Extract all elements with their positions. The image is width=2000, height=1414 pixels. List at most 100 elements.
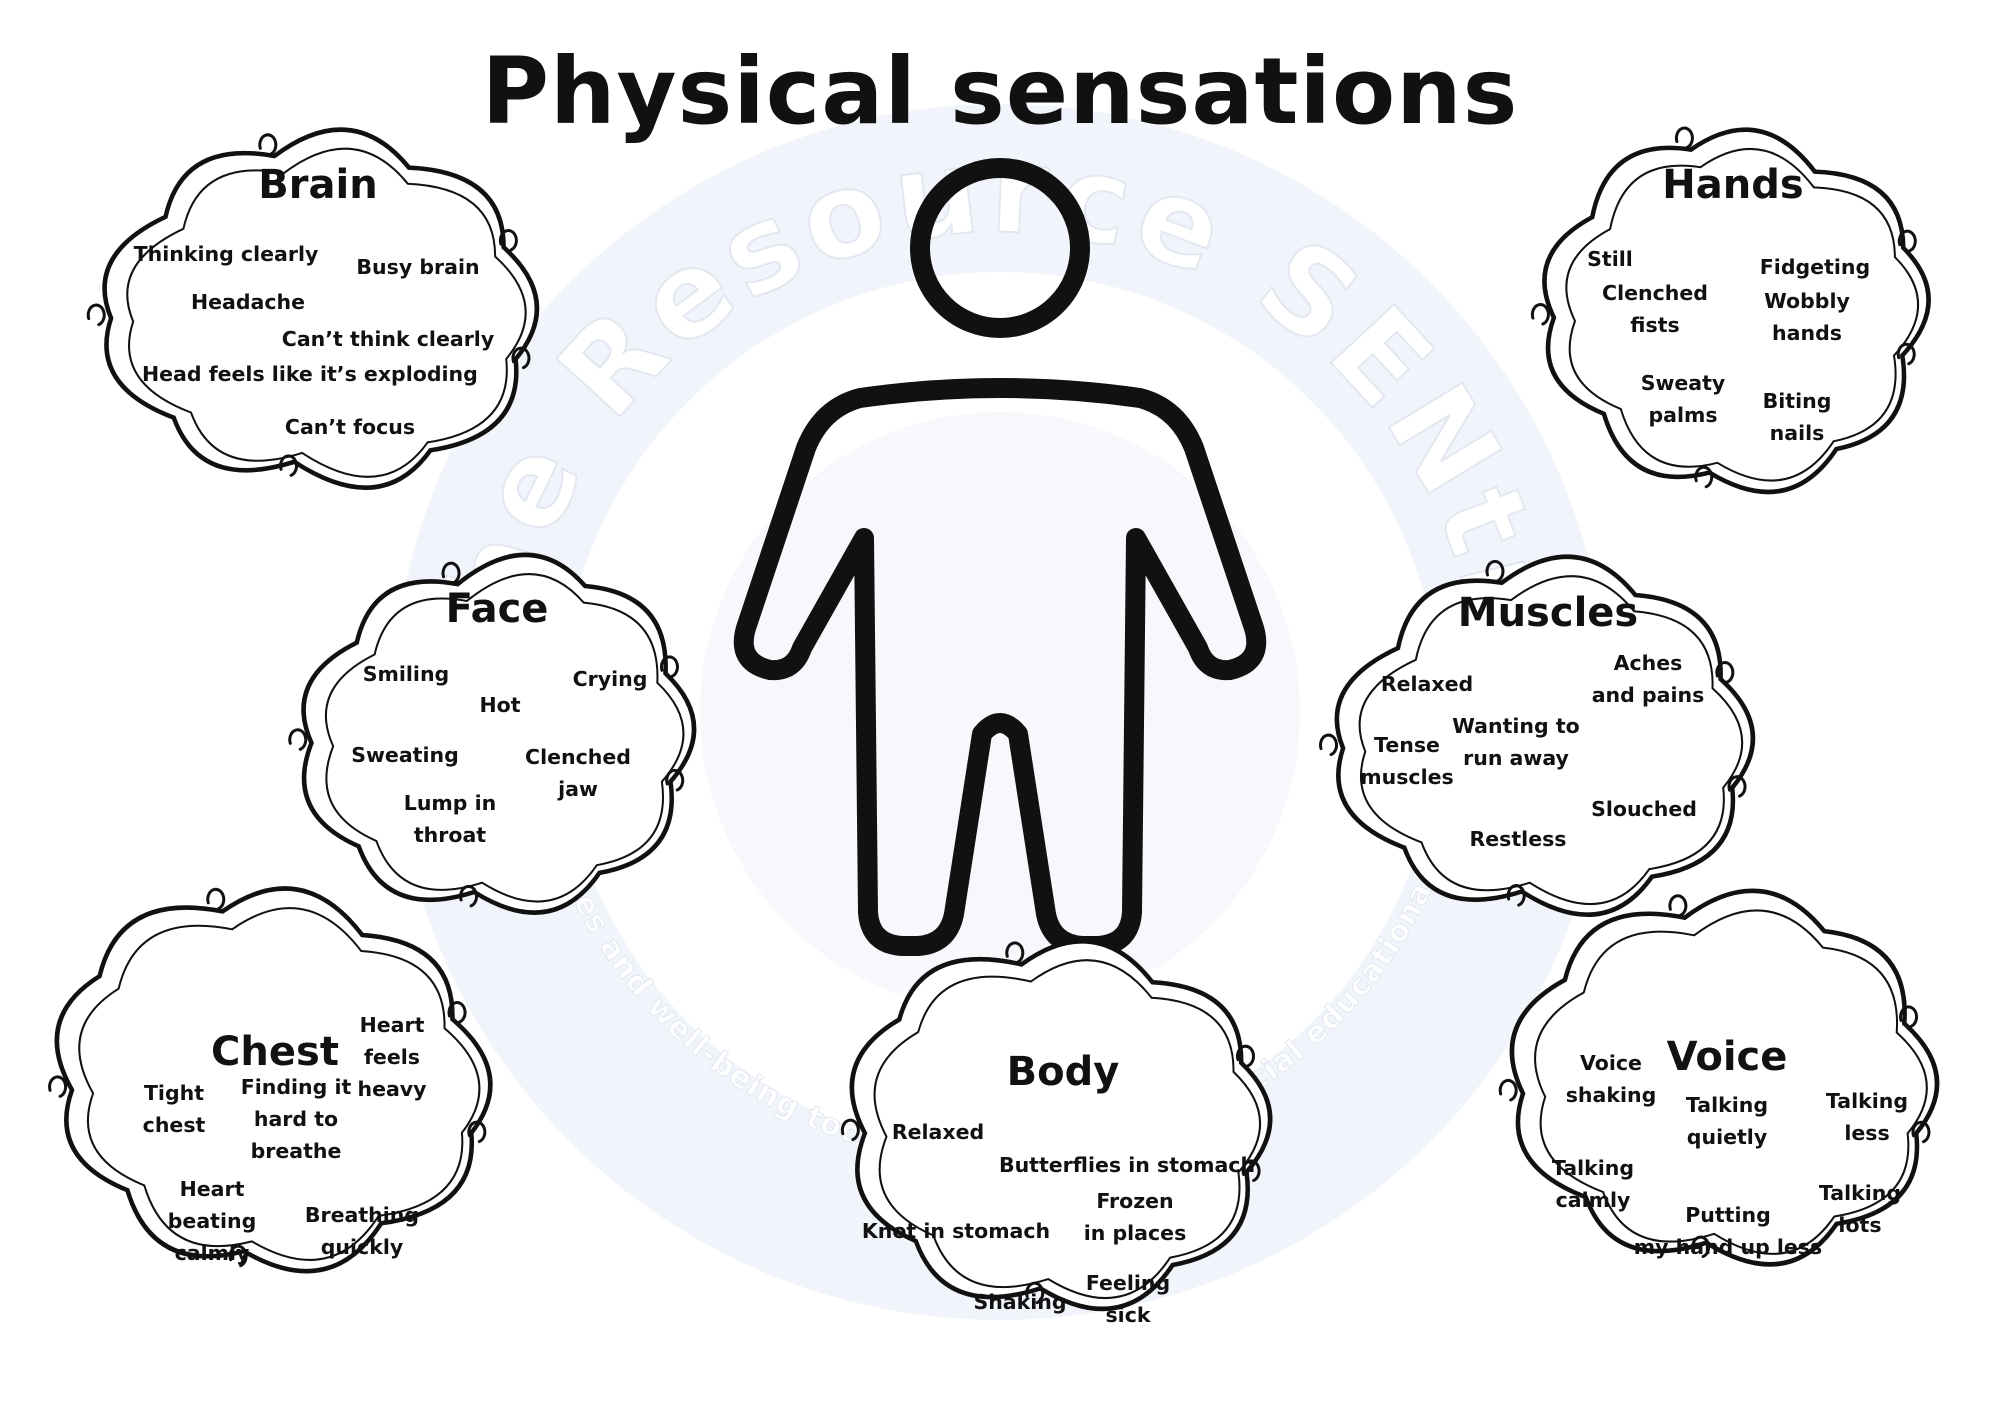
cloud-curl [1236,1044,1256,1068]
cloud-outline-outer [849,939,1273,1312]
cloud-curl [459,884,479,908]
cloud-item: Voice shaking [1565,1051,1657,1107]
cloud-item: Head feels like it’s exploding [142,362,478,386]
cloud-item: Relaxed [891,1120,985,1144]
cloud-item: Busy brain [356,255,480,279]
cloud-curl [665,768,685,792]
cloud-curl [1899,1005,1919,1028]
cloud-item: Can’t focus [284,415,416,439]
cloud-outline-inner [78,907,481,1261]
cloud-outline-outer [301,552,697,915]
cloud-curl [1498,1078,1518,1102]
cloud-hands [1530,126,1931,495]
cloud-curl [1674,126,1694,150]
cloud-item: Wobbly hands [1764,289,1850,345]
cloud-item: Butterflies in stomach [998,1153,1256,1177]
cloud-heading-brain: Brain [258,162,378,208]
cloud-curl [1897,229,1917,253]
cloud-curl [1241,1159,1261,1182]
cloud-item: Can’t think clearly [281,327,495,351]
cloud-curl [498,229,518,252]
cloud-item: Aches and pains [1591,651,1705,707]
cloud-item: Talking calmly [1551,1156,1635,1212]
cloud-item: Finding it hard to breathe [240,1075,352,1163]
cloud-curl [1694,465,1714,489]
cloud-heading-voice: Voice [1666,1034,1788,1080]
cloud-heading-muscles: Muscles [1457,590,1639,636]
cloud-curl [1319,733,1338,757]
cloud-chest [48,886,493,1274]
cloud-muscles [1319,554,1756,917]
cloud-heading-face: Face [445,586,549,632]
cloud-item: Wanting to run away [1452,714,1580,770]
cloud-outline-outer [1542,127,1931,495]
cloud-curl [511,346,531,370]
cloud-curl [206,887,226,911]
cloud-outline-outer [54,886,493,1274]
cloud-face [288,552,697,915]
cloud-item: Breathing quickly [304,1203,420,1259]
cloud-curl [48,1075,68,1098]
cloud-curl [1005,941,1025,964]
cloud-item: Still [1587,247,1633,271]
cloud-item: Tense muscles [1360,733,1454,789]
cloud-item: Knot in stomach [861,1219,1051,1243]
cloud-curl [1691,1235,1711,1259]
cloud-heading-chest: Chest [211,1029,339,1075]
cloud-outline-inner [1534,909,1928,1255]
cloud-item: Hot [479,693,521,717]
cloud-body [840,939,1273,1312]
cloud-item: Smiling [362,662,450,686]
cloud-curl [86,303,106,327]
cloud-curl [1896,342,1916,366]
cloud-curl [441,561,461,585]
cloud-curl [228,1244,248,1268]
cloud-curl [1025,1281,1045,1305]
cloud-item: Biting nails [1762,389,1832,445]
cloud-heading-body: Body [1006,1049,1120,1095]
cloud-curl [447,1001,467,1024]
cloud-item: Fidgeting [1759,255,1871,279]
cloud-outline-outer [102,127,540,490]
cloud-outline-outer [1509,888,1940,1267]
cloud-item: Heart beating calmly [167,1177,257,1265]
cloud-item: Talking less [1825,1089,1909,1145]
cloud-item: Sweating [351,743,459,767]
cloud-item: Talking quietly [1685,1093,1769,1149]
cloud-item: Clenched fists [1602,281,1708,337]
cloud-item: Restless [1469,827,1567,851]
cloud-item: Lump in throat [403,791,497,847]
cloud-item: Thinking clearly [133,242,319,266]
cloud-item: Frozen in places [1083,1189,1187,1245]
cloud-curl [1727,775,1747,798]
cloud-curl [279,454,299,477]
cloud-curl [1506,884,1526,907]
cloud-curl [1485,559,1505,583]
cloud-brain [86,127,540,490]
person-outline-icon [733,158,1267,956]
cloud-voice [1498,888,1940,1267]
cloud-outline-inner [126,147,527,478]
cloud-item: Sweaty palms [1640,371,1726,427]
cloud-curl [1715,661,1735,684]
cloud-item: Relaxed [1380,672,1474,696]
page-title: Physical sensations [481,38,1519,145]
cloud-item: Putting my hand up less [1633,1203,1823,1259]
cloud-curl [467,1120,487,1144]
cloud-outline-inner [325,573,685,903]
cloud-heading-hands: Hands [1662,162,1804,208]
cloud-item: Slouched [1591,797,1697,821]
cloud-curl [1530,303,1550,326]
cloud-curl [660,655,679,678]
cloud-item: Talking lots [1818,1181,1902,1237]
cloud-item: Shaking [973,1290,1067,1314]
cloud-item: Heart feels heavy [357,1013,427,1101]
cloud-outline-outer [1334,554,1756,917]
cloud-outline-inner [1565,148,1920,482]
cloud-curl [288,728,308,751]
cloud-item: Tight chest [142,1081,206,1137]
cloud-curl [258,133,278,156]
cloud-curl [1668,894,1688,917]
